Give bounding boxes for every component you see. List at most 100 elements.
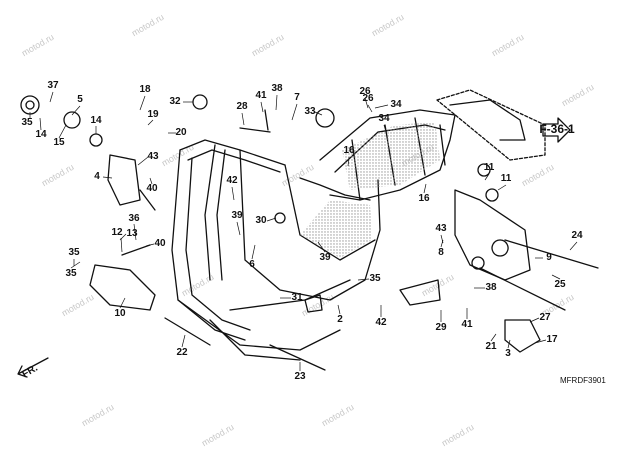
- leader-line: [147, 119, 154, 126]
- part-number-callout: 11: [483, 162, 495, 173]
- leader-line: [507, 339, 511, 349]
- part-number-callout: 35: [68, 247, 80, 258]
- leader-line: [236, 221, 241, 236]
- leader-line: [529, 317, 540, 323]
- diagram-code: MFRDF3901: [560, 376, 606, 385]
- part-number-callout: 21: [485, 341, 497, 352]
- part-number-callout: 22: [176, 347, 188, 358]
- leader-line: [357, 278, 370, 281]
- part-number-callout: 11: [500, 173, 512, 184]
- part-number-callout: 37: [47, 80, 59, 91]
- leader-line: [119, 233, 127, 241]
- part-number-callout: 40: [146, 183, 158, 194]
- part-number-callout: 35: [369, 273, 381, 284]
- part-number-callout: 32: [169, 96, 181, 107]
- part-number-callout: 30: [255, 215, 267, 226]
- part-number-callout: 41: [461, 319, 473, 330]
- leader-line: [317, 241, 326, 253]
- leader-line: [374, 104, 389, 109]
- part-number-callout: 20: [175, 127, 187, 138]
- leader-line: [440, 239, 444, 248]
- leader-line: [149, 177, 153, 185]
- part-number-callout: 5: [77, 94, 83, 105]
- part-number-callout: 31: [291, 292, 303, 303]
- leader-line: [139, 95, 146, 111]
- leader-line: [484, 173, 490, 181]
- part-number-callout: 41: [255, 90, 267, 101]
- part-number-callout: 43: [435, 223, 447, 234]
- part-number-callout: 16: [418, 193, 430, 204]
- leader-line: [231, 186, 235, 201]
- leader-line: [260, 101, 264, 113]
- leader-line: [497, 184, 507, 191]
- part-number-callout: 3: [505, 348, 511, 359]
- part-number-callout: 42: [375, 317, 387, 328]
- part-number-callout: 25: [554, 279, 566, 290]
- part-number-callout: 18: [139, 84, 151, 95]
- part-number-callout: 8: [438, 247, 444, 258]
- part-number-callout: 15: [53, 137, 65, 148]
- leader-line: [102, 176, 113, 179]
- part-number-callout: 19: [147, 109, 159, 120]
- leader-line: [534, 339, 547, 344]
- leader-line: [291, 103, 298, 121]
- leader-line: [120, 237, 123, 253]
- part-number-callout: 38: [485, 282, 497, 293]
- leader-line: [347, 156, 350, 167]
- leader-line: [133, 223, 137, 241]
- leader-line: [58, 124, 67, 139]
- part-number-callout: 39: [231, 210, 243, 221]
- part-number-callout: 42: [226, 175, 238, 186]
- leader-line: [145, 243, 155, 247]
- part-number-callout: 28: [236, 101, 248, 112]
- part-number-callout: 24: [571, 230, 583, 241]
- leader-line: [266, 217, 277, 222]
- part-number-callout: 6: [249, 259, 255, 270]
- leader-line: [49, 91, 54, 103]
- leader-line: [181, 334, 186, 348]
- part-number-callout: 27: [539, 312, 551, 323]
- part-number-callout: 14: [90, 115, 102, 126]
- part-number-callout: 16: [343, 145, 355, 156]
- leader-line: [251, 244, 256, 260]
- leader-line: [39, 117, 42, 131]
- part-number-callout: 43: [147, 151, 159, 162]
- leader-line: [119, 297, 126, 309]
- part-number-callout: 35: [21, 117, 33, 128]
- leader-line: [490, 333, 497, 342]
- leader-line: [71, 105, 81, 116]
- part-number-callout: 17: [546, 334, 558, 345]
- part-number-callout: 7: [294, 92, 300, 103]
- leader-line: [569, 241, 578, 251]
- leader-line: [137, 156, 149, 166]
- leader-line: [383, 124, 387, 133]
- leader-line: [423, 183, 427, 194]
- part-number-callout: 12: [111, 227, 123, 238]
- part-number-callout: 34: [378, 113, 390, 124]
- part-number-callout: 39: [319, 252, 331, 263]
- leader-line: [241, 112, 245, 126]
- part-number-callout: 38: [271, 83, 283, 94]
- part-number-callout: 35: [65, 268, 77, 279]
- part-number-callout: 23: [294, 371, 306, 382]
- leader-line: [367, 104, 373, 113]
- part-number-callout: 4: [94, 171, 100, 182]
- part-number-callout: 26: [359, 86, 371, 97]
- part-number-callout: 34: [390, 99, 402, 110]
- leader-line: [551, 274, 561, 280]
- part-number-callout: 14: [35, 129, 47, 140]
- part-number-callout: 9: [546, 252, 552, 263]
- part-number-callout: 2: [337, 314, 343, 325]
- part-number-callout: 36: [128, 213, 140, 224]
- reference-label: F-36-1: [539, 122, 575, 136]
- part-number-callout: 10: [114, 308, 126, 319]
- leader-line: [337, 304, 341, 315]
- part-number-callout: 26: [362, 93, 374, 104]
- leader-line: [275, 94, 278, 111]
- part-number-callout: 29: [435, 322, 447, 333]
- leader-line: [314, 111, 323, 116]
- leader-line: [364, 97, 369, 109]
- leader-line: [70, 261, 81, 269]
